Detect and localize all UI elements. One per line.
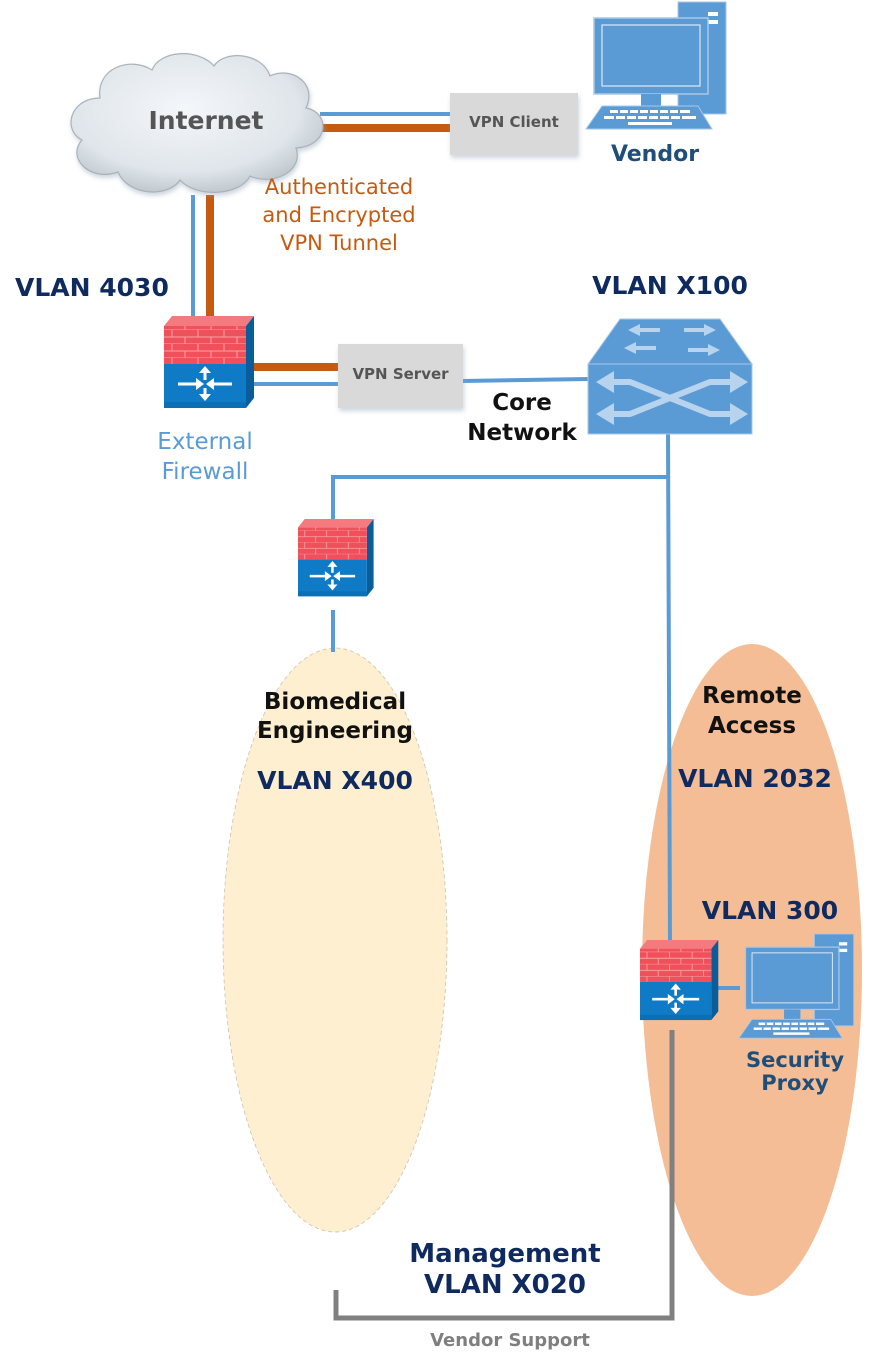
remote-access-label-line2: Access [707, 713, 797, 739]
vendor-label: Vendor [610, 142, 700, 167]
tunnel-label-line2: and Encrypted [262, 203, 416, 227]
vpn-server-box [338, 344, 463, 408]
vlan-x400-label: VLAN X400 [257, 766, 413, 795]
vlan-300-label: VLAN 300 [701, 896, 839, 925]
link-vpn-server-core [461, 377, 589, 383]
proxy-firewall-icon [638, 938, 720, 1022]
vpn-client-box [450, 93, 578, 155]
link-core-trunk [666, 431, 672, 946]
tunnel-label-line1: Authenticated [264, 175, 414, 199]
zone-biomedical-engineering [222, 647, 448, 1233]
vpn-client-label: VPN Client [469, 113, 559, 131]
vendor-computer-icon [585, 1, 727, 130]
biomedical-label-line1: Biomedical [263, 689, 407, 715]
security-proxy-label-line1: Security [745, 1048, 845, 1072]
vlan-2032-label: VLAN 2032 [678, 764, 832, 793]
biomedical-firewall-icon [296, 517, 375, 598]
vendor-support-label: Vendor Support [430, 1330, 590, 1351]
biomedical-label-line2: Engineering [256, 718, 414, 744]
management-label-line2: VLAN X020 [424, 1270, 586, 1300]
core-network-label-line1: Core [492, 390, 552, 416]
internet-cloud-icon [70, 53, 324, 193]
core-switch-icon [587, 318, 753, 435]
remote-access-label-line1: Remote [702, 683, 802, 709]
security-proxy-computer-icon [738, 933, 855, 1039]
management-label-line1: Management [409, 1239, 601, 1269]
external-firewall-label-line1: External [157, 429, 253, 455]
vlan-4030-label: VLAN 4030 [15, 273, 169, 302]
security-proxy-label-line2: Proxy [761, 1071, 829, 1095]
vlan-x100-label: VLAN X100 [592, 271, 748, 300]
external-firewall-icon [162, 314, 256, 410]
link-core-biomed [331, 475, 668, 524]
internet-label: Internet [148, 106, 264, 135]
link-management-vlan [333, 1030, 675, 1321]
tunnel-label-line3: VPN Tunnel [280, 231, 398, 255]
core-network-label-line2: Network [467, 420, 577, 446]
external-firewall-label-line2: Firewall [161, 459, 249, 485]
vpn-server-label: VPN Server [352, 365, 449, 383]
